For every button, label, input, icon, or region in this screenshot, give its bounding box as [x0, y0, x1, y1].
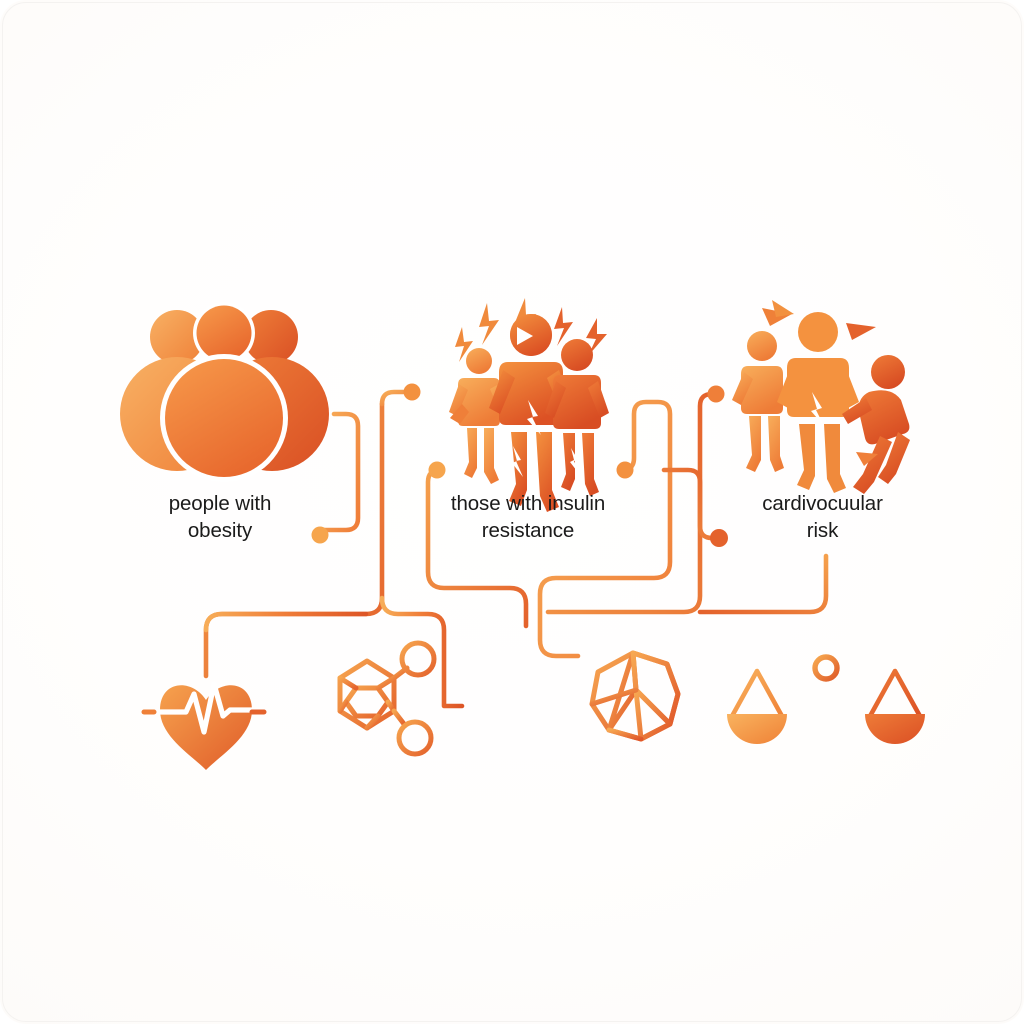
falling-people-icon [732, 300, 910, 494]
connector-insulin-top-left-stem [379, 389, 411, 407]
node-label-cardio: cardivocuular risk [762, 492, 883, 542]
connector-cardio-label-in [661, 467, 715, 541]
risk-marks [762, 300, 876, 340]
connector-dots [311, 383, 728, 547]
dot-cardio-in-top [707, 385, 725, 403]
connector-center-to-molecule [379, 595, 465, 709]
dot-obesity-out [311, 526, 329, 544]
connector-cardio-to-scale [697, 553, 829, 615]
group-of-people-icon [120, 302, 329, 482]
node-label-obesity: people with obesity [168, 492, 272, 542]
cell-polygon-icon [589, 650, 681, 742]
risk-figure-center [777, 312, 859, 493]
heart-ecg-icon [141, 681, 267, 770]
node-label-insulin: those with insulin resistance [450, 492, 606, 542]
figure-right [545, 339, 609, 496]
dot-insulin-left [428, 461, 446, 479]
balance-scale-icon [727, 647, 925, 757]
risk-figure-left [732, 331, 784, 472]
connector-insulin-right-branch [537, 399, 673, 659]
risk-figure-right [842, 355, 910, 494]
connector-obesity-to-insulin [321, 411, 361, 533]
dot-insulin-right [616, 461, 634, 479]
dot-insulin-in-top [403, 383, 421, 401]
connector-cardio-top-in [545, 391, 715, 615]
stressed-people-icon [449, 298, 609, 512]
dot-cardio-in [710, 529, 728, 547]
connector-lower-bus [203, 611, 369, 633]
molecule-icon [337, 640, 437, 757]
